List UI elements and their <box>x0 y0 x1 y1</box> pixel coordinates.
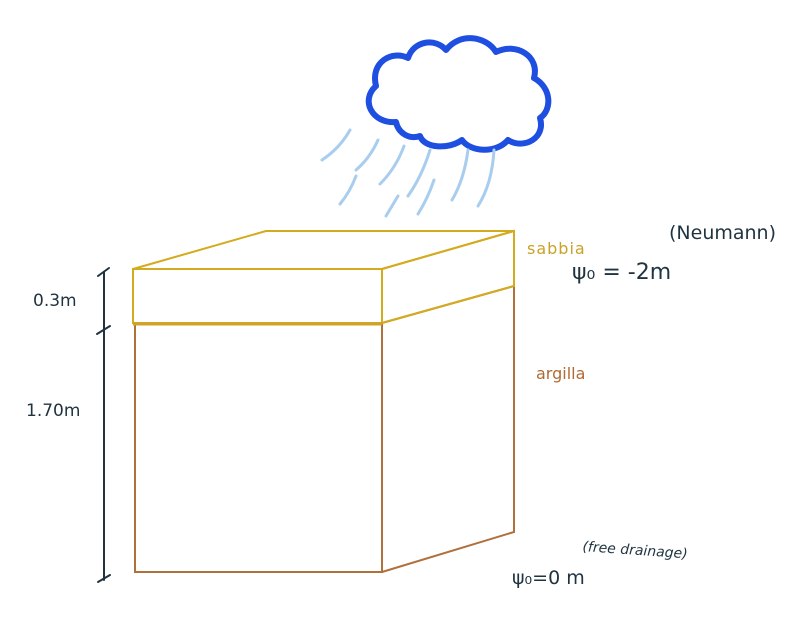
dimension-tick-top <box>97 267 110 277</box>
rain-drop <box>416 178 436 216</box>
rain-drop <box>378 144 406 186</box>
clay-thickness-label: 1.70m <box>26 401 81 421</box>
sand-layer <box>132 229 515 326</box>
clay-side-face <box>381 284 515 573</box>
dimension-tick-middle <box>96 325 111 335</box>
dimension-line <box>96 267 111 583</box>
rain-drop <box>476 148 496 208</box>
top-boundary-condition: ψ₀ = -2m <box>572 260 672 285</box>
sand-front-face <box>132 268 383 324</box>
rain-drop <box>338 174 358 206</box>
rain-drops <box>320 128 496 218</box>
clay-layer <box>134 284 515 573</box>
bottom-boundary-condition: ψ₀=0 m <box>512 567 585 589</box>
clay-front-face <box>134 322 383 573</box>
sand-side-face <box>381 229 515 324</box>
neumann-label: (Neumann) <box>669 222 777 244</box>
rain-drop <box>354 138 380 172</box>
dimension-tick-bottom <box>97 574 111 583</box>
rain-drop <box>450 148 470 202</box>
rain-drop <box>406 148 432 198</box>
clay-layer-label: argilla <box>536 364 586 383</box>
sand-thickness-label: 0.3m <box>33 291 77 311</box>
cloud-icon <box>365 35 552 153</box>
rain-drop <box>384 194 400 218</box>
sand-layer-label: sabbia <box>527 239 586 258</box>
rain-drop <box>320 128 352 162</box>
sand-top-face <box>132 230 515 270</box>
